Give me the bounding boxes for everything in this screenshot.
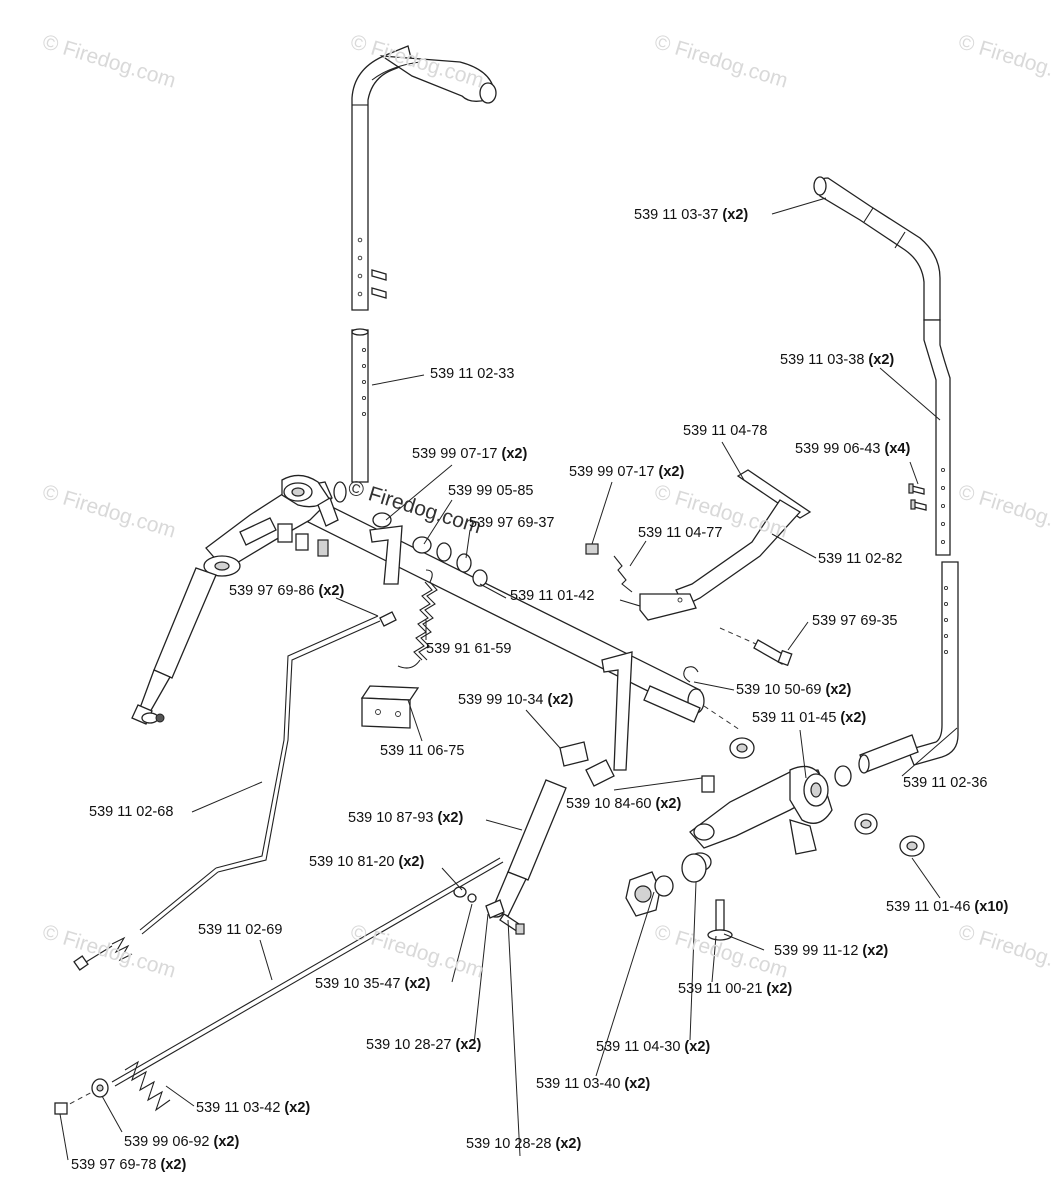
callout-label: 539 99 11-12 (x2) xyxy=(774,943,889,959)
callout-label: 539 97 69-78 (x2) xyxy=(71,1157,187,1173)
callout-label: 539 10 28-27 (x2) xyxy=(366,1037,482,1053)
callout-label: 539 11 03-40 (x2) xyxy=(536,1076,651,1092)
bracket xyxy=(360,685,420,729)
callout-label: 539 11 02-33 xyxy=(430,366,515,382)
callout-label: 539 11 01-46 (x10) xyxy=(886,899,1009,915)
callout-label: 539 11 03-37 (x2) xyxy=(634,207,749,223)
leader-lines xyxy=(59,197,958,1161)
callout-label: 539 10 50-69 (x2) xyxy=(736,682,852,698)
left-handle-tube xyxy=(351,328,369,483)
right-damper xyxy=(488,741,615,918)
callout-label: 539 11 04-77 xyxy=(638,525,723,541)
right-handle-tube xyxy=(858,561,959,774)
callout-label: 539 10 84-60 (x2) xyxy=(566,796,682,812)
callout-label: 539 97 69-86 (x2) xyxy=(229,583,345,599)
callout-label: 539 11 02-36 xyxy=(903,775,988,791)
callout-label: 539 99 06-43 (x4) xyxy=(795,441,911,457)
callout-label: 539 11 04-78 xyxy=(683,423,768,439)
clip xyxy=(683,666,699,683)
rod-end-hardware xyxy=(91,1078,109,1098)
control-rod xyxy=(54,857,504,1115)
left-pivot-assembly xyxy=(203,474,347,577)
callout-label: 539 11 06-75 xyxy=(380,743,465,759)
spring xyxy=(397,569,438,669)
callout-label: 539 10 81-20 (x2) xyxy=(309,854,425,870)
cross-shaft xyxy=(307,499,741,731)
left-damper xyxy=(131,567,217,725)
callout-label: 539 99 10-34 (x2) xyxy=(458,692,574,708)
callout-label: 539 11 03-38 (x2) xyxy=(780,352,895,368)
callout-label: 539 10 87-93 (x2) xyxy=(348,810,464,826)
callout-label: 539 11 03-42 (x2) xyxy=(196,1100,311,1116)
right-steering-handle xyxy=(813,176,951,556)
callout-label: 539 99 07-17 (x2) xyxy=(412,446,528,462)
callout-label: 539 10 28-28 (x2) xyxy=(466,1136,582,1152)
callout-label: 539 11 01-45 (x2) xyxy=(752,710,867,726)
callout-label: 539 11 02-82 xyxy=(818,551,903,567)
callout-label: 539 11 01-42 xyxy=(510,588,595,604)
right-pivot-assembly xyxy=(689,737,852,855)
shift-link-rod xyxy=(73,615,381,971)
handle-bolts xyxy=(908,483,927,511)
lower-hardware xyxy=(625,853,733,941)
callout-label: 539 11 02-69 xyxy=(198,922,283,938)
pin xyxy=(719,627,793,667)
link-hardware xyxy=(453,886,525,935)
callout-label: 539 99 06-92 (x2) xyxy=(124,1134,240,1150)
callout-label: 539 91 61-59 xyxy=(426,641,512,657)
callout-label: 539 99 07-17 (x2) xyxy=(569,464,685,480)
callout-label: 539 11 04-30 (x2) xyxy=(596,1039,711,1055)
callout-label: 539 97 69-35 xyxy=(812,613,898,629)
callout-label: 539 11 02-68 xyxy=(89,804,174,820)
left-steering-handle xyxy=(351,45,497,311)
callout-label: 539 11 00-21 (x2) xyxy=(678,981,793,997)
callout-label: 539 97 69-37 xyxy=(469,515,555,531)
callout-label: 539 10 35-47 (x2) xyxy=(315,976,431,992)
brake-lever xyxy=(619,469,812,621)
callout-label: 539 99 05-85 xyxy=(448,483,534,499)
shaft-arms xyxy=(369,525,633,771)
